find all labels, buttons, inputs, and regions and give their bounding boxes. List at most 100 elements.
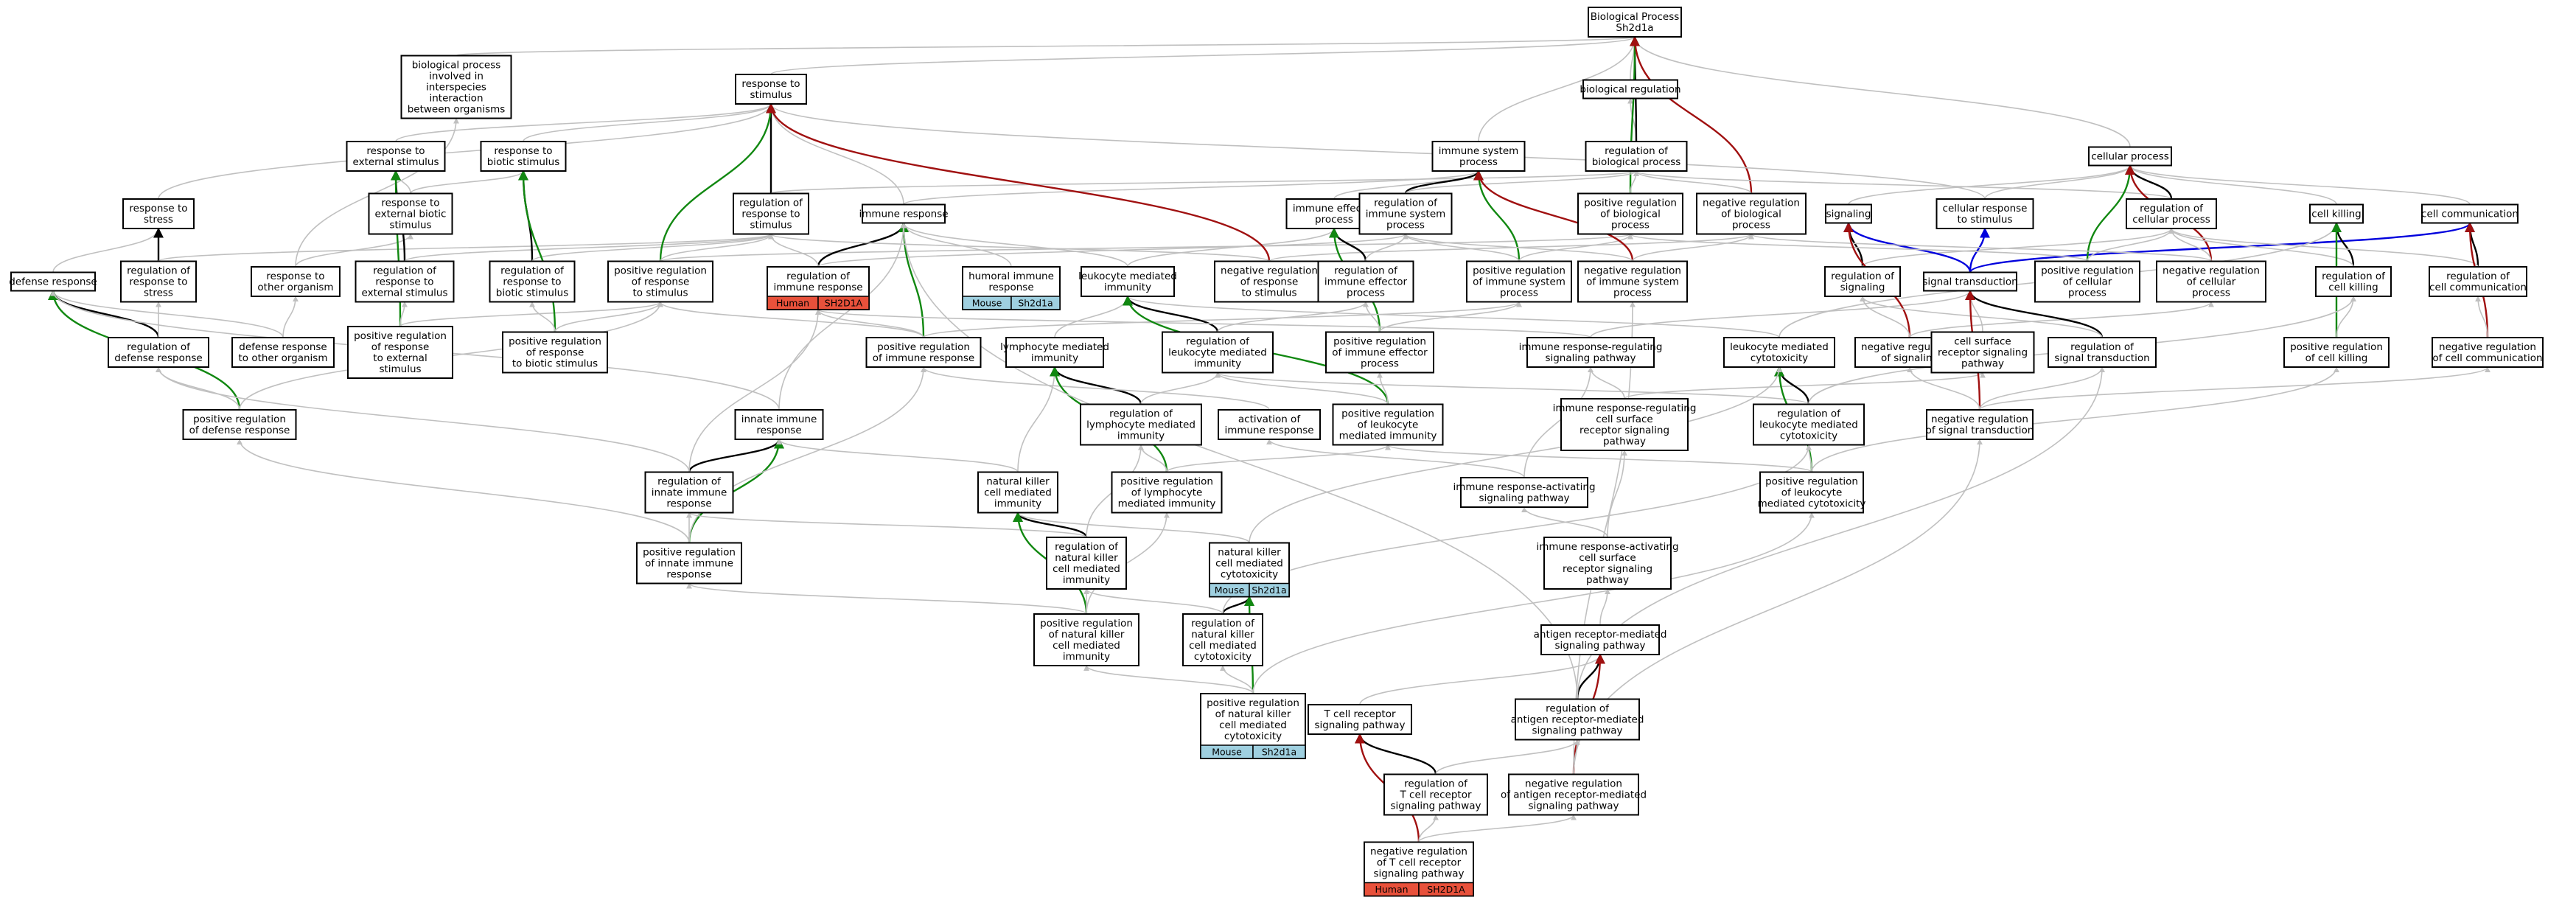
term-label-line: leukocyte mediated	[1730, 341, 1829, 353]
term-label-line: process	[2068, 287, 2106, 299]
term-box	[2156, 260, 2266, 303]
term-label-line: cytotoxicity	[1751, 352, 1808, 364]
go-term-defense[interactable]: defense response	[9, 271, 97, 292]
term-label-line: signaling pathway	[1528, 800, 1619, 812]
term-label-line: cytotoxicity	[1224, 730, 1282, 742]
edge-reg-immune-sys-to-reg-bp	[1405, 170, 1639, 195]
edge-ir-reg-csr-to-ir-reg-sig	[1588, 366, 1625, 400]
edge-cell-comm-to-cellular	[2127, 164, 2471, 206]
go-term-cell-killing[interactable]: cell killing	[2309, 203, 2364, 224]
edge-reg-nk-cyto-to-reg-nk-immunity	[1083, 588, 1224, 615]
annotation-species: Human	[776, 298, 809, 309]
term-label-line: of natural killer	[1049, 629, 1125, 641]
go-term-bio-reg[interactable]: biological regulation	[1580, 79, 1681, 100]
edge-nk-cyto-to-nk-immunity	[1015, 512, 1250, 544]
go-term-cellular[interactable]: cellular process	[2088, 146, 2172, 167]
go-term-signaling[interactable]: signaling	[1825, 203, 1872, 224]
go-term-immune-resp[interactable]: immune response	[859, 203, 949, 224]
term-label-line: response	[666, 569, 711, 581]
edge-leuk-med-to-immune-eff	[1127, 228, 1337, 268]
term-label-line: response to	[503, 276, 561, 288]
term-label-line: of leukocyte	[1781, 487, 1843, 499]
term-label-line: of response	[632, 276, 690, 288]
go-term-cell-comm[interactable]: cell communication	[2421, 203, 2519, 224]
edge-innate-to-immune-resp	[778, 222, 907, 411]
go-term-sig-trans[interactable]: signal transduction	[1922, 271, 2018, 292]
term-box	[355, 260, 455, 303]
